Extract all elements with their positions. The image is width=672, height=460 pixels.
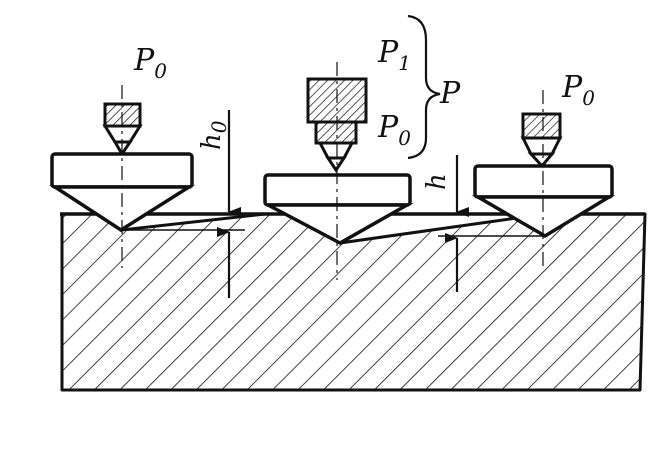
weight-small-center (314, 120, 358, 145)
label-p0-left: P0 (133, 43, 167, 83)
brace (407, 14, 441, 160)
specimen-block (60, 212, 647, 392)
weight-right (521, 112, 562, 140)
label-p-total: P (439, 76, 461, 111)
label-h0: h0 (197, 120, 231, 150)
label-p1: P1 (377, 35, 411, 75)
stem-center (317, 141, 355, 160)
label-p0-center: P0 (377, 110, 411, 150)
label-p0-right: P0 (561, 70, 595, 110)
dimension-h0 (121, 110, 245, 298)
indenter-right (471, 90, 616, 270)
cone-right (471, 195, 616, 239)
tip-center (325, 156, 347, 173)
label-h: h (422, 173, 452, 190)
indenter-left (49, 85, 196, 268)
tip-right (527, 152, 556, 169)
indenter-center (263, 62, 414, 280)
dimension-h (438, 155, 545, 292)
stem-right (520, 136, 563, 156)
